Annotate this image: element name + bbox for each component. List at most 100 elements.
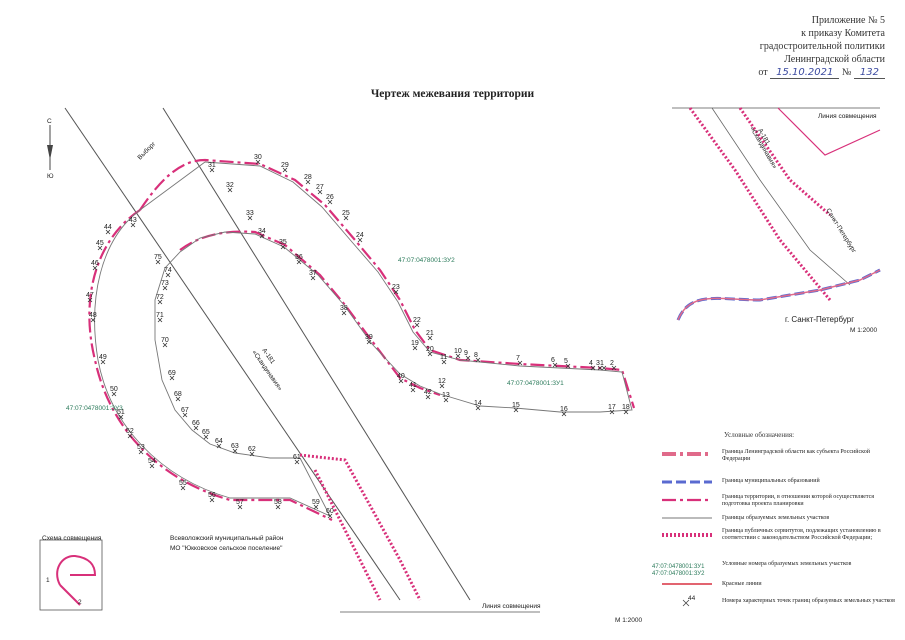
point-marker (169, 375, 175, 381)
inset-scale: М 1:2000 (850, 327, 877, 334)
point-marker (130, 222, 136, 228)
point-label: 68 (174, 391, 182, 398)
point-marker (412, 345, 418, 351)
point-label: 32 (226, 182, 234, 189)
point-marker (357, 237, 363, 243)
legend-sample-point: 44 (688, 595, 696, 602)
point-marker (180, 485, 186, 491)
point-marker (105, 229, 111, 235)
point-marker (414, 322, 420, 328)
point-label: 74 (164, 267, 172, 274)
point-label: 6 (551, 357, 555, 364)
point-marker (249, 451, 255, 457)
legend-samples (662, 452, 712, 607)
point-label: 65 (202, 429, 210, 436)
point-marker (149, 463, 155, 469)
point-marker (275, 504, 281, 510)
parcel-label-zu2: 47:07:0478001:ЗУ2 (398, 257, 455, 264)
document-header: Приложение № 5 к приказу Комитета градос… (758, 14, 885, 79)
point-marker (87, 297, 93, 303)
point-label: 2 (610, 360, 614, 367)
point-label: 60 (326, 508, 334, 515)
point-marker (410, 387, 416, 393)
point-marker (623, 409, 629, 415)
point-marker (175, 396, 181, 402)
point-marker (209, 497, 215, 503)
committee-line: градостроительной политики (759, 41, 885, 52)
point-label: 66 (192, 420, 200, 427)
point-label: 53 (137, 444, 145, 451)
point-label: 63 (231, 443, 239, 450)
point-label: 41 (409, 382, 417, 389)
order-date-line: от 15.10.2021 № 132 (758, 66, 885, 79)
point-marker (294, 459, 300, 465)
point-marker (255, 159, 261, 165)
point-marker (97, 245, 103, 251)
point-marker (517, 360, 523, 366)
point-marker (561, 411, 567, 417)
point-marker (157, 317, 163, 323)
point-label: 27 (316, 184, 324, 191)
point-marker (317, 189, 323, 195)
point-marker (552, 362, 558, 368)
point-marker (111, 391, 117, 397)
point-label: 20 (426, 346, 434, 353)
point-label: 48 (89, 312, 97, 319)
point-marker (237, 504, 243, 510)
legend-item-territory: Граница территории, в отношении которой … (722, 494, 875, 507)
legend-item-point-numbers: Номера характерных точек границ образуем… (722, 598, 895, 604)
point-label: 69 (168, 370, 176, 377)
point-label: 46 (91, 260, 99, 267)
point-label: 26 (326, 194, 334, 201)
parcel-boundaries (94, 161, 633, 517)
order-date: 15.10.2021 (770, 67, 840, 79)
point-label: 24 (356, 232, 364, 239)
point-label: 39 (365, 334, 373, 341)
servitude-boundary (299, 453, 422, 601)
point-marker (427, 351, 433, 357)
point-marker (209, 167, 215, 173)
point-label: 62 (248, 446, 256, 453)
point-marker (282, 167, 288, 173)
region-line: Ленинградской области (784, 54, 885, 65)
point-marker (601, 365, 607, 371)
point-marker (157, 299, 163, 305)
point-label: 21 (426, 330, 434, 337)
point-label: 73 (161, 280, 169, 287)
point-marker (118, 414, 124, 420)
district-label: Всеволожский муниципальный район (170, 534, 284, 542)
point-label: 59 (312, 499, 320, 506)
point-label: 58 (274, 499, 282, 506)
point-marker (341, 310, 347, 316)
legend-item-red-lines: Красные линии (722, 581, 762, 587)
legend-item-parcel-numbers: Условные номера образуемых земельных уча… (722, 561, 852, 567)
point-marker (327, 513, 333, 519)
point-marker (313, 504, 319, 510)
point-label: 12 (438, 378, 446, 385)
point-marker (162, 285, 168, 291)
order-number: 132 (853, 67, 885, 79)
point-marker (455, 353, 461, 359)
point-marker (327, 199, 333, 205)
settlement-label: МО "Юкковское сельское поселение" (170, 545, 283, 552)
point-label: 35 (279, 239, 287, 246)
road-lines (64, 107, 471, 601)
point-label: 71 (156, 312, 164, 319)
point-label: 11 (440, 354, 447, 361)
point-label: 25 (342, 210, 350, 217)
point-marker (427, 335, 433, 341)
point-label: 36 (295, 254, 303, 261)
point-label: 31 (208, 162, 216, 169)
point-marker (232, 448, 238, 454)
inset-city: г. Санкт-Петербург (785, 315, 854, 324)
point-label: 8 (474, 352, 478, 359)
north-arrow-icon (47, 125, 53, 170)
point-marker (609, 409, 615, 415)
point-label: 72 (156, 294, 164, 301)
point-marker (259, 233, 265, 239)
point-marker (343, 215, 349, 221)
scheme-title: Схема совмещения (42, 535, 102, 542)
point-marker (90, 317, 96, 323)
